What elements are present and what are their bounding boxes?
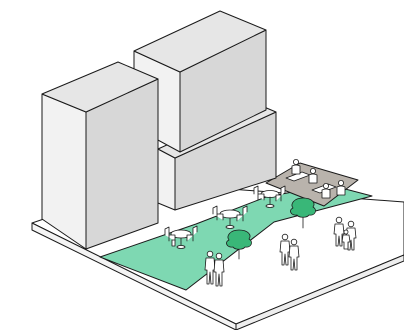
chair-icon bbox=[172, 240, 175, 246]
person-icon bbox=[309, 168, 317, 183]
person-icon bbox=[292, 159, 300, 174]
tree-icon bbox=[290, 198, 315, 217]
tree-icon bbox=[226, 230, 251, 249]
person-icon bbox=[322, 183, 330, 198]
podium-left-face bbox=[158, 149, 175, 210]
tall-building bbox=[42, 62, 158, 249]
person-icon bbox=[337, 180, 345, 195]
